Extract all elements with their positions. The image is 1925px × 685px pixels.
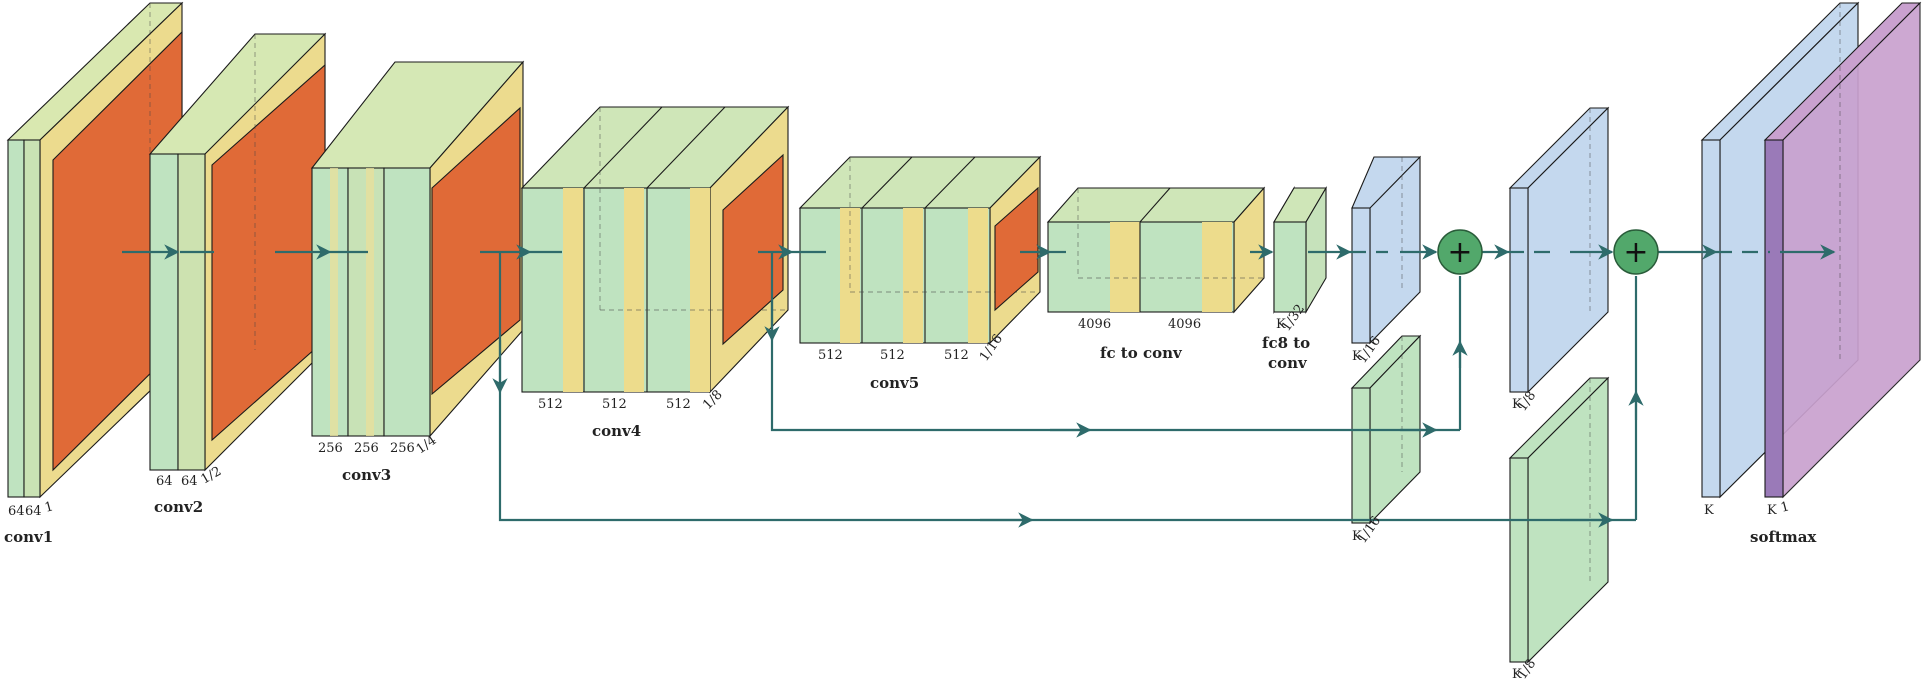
dim-fc8-k: K (1276, 317, 1286, 332)
dim-upscore1-k: K (1352, 349, 1362, 364)
upscore2-block (1508, 106, 1610, 394)
sum-node-1: + (1437, 229, 1483, 275)
dim-conv4-b: 512 (602, 397, 627, 412)
upscore1-block (1351, 155, 1421, 345)
dim-pool3-k: K (1512, 667, 1522, 682)
conv3-block (310, 60, 525, 438)
dim-conv3-c: 256 (390, 441, 415, 456)
conv4-stripe-3 (690, 188, 710, 392)
dim-conv1-c: 1 (43, 499, 55, 516)
dim-softmax-scale: 1 (1779, 499, 1791, 516)
fc-stripe-2 (1202, 222, 1232, 312)
conv5-top-divider-1 (861, 156, 913, 209)
dim-conv4-c: 512 (666, 397, 691, 412)
dim-fc-a: 4096 (1078, 317, 1111, 332)
upscore1-front (1351, 207, 1371, 344)
sum-node-2-symbol: + (1623, 235, 1648, 270)
sum-node-2: + (1613, 229, 1659, 275)
conv3-slab-front-3 (383, 167, 431, 437)
dim-output-k: K (1704, 503, 1714, 518)
dim-conv2-a: 64 (156, 474, 173, 489)
upscore2-front (1509, 187, 1529, 393)
label-conv4: conv4 (592, 422, 641, 440)
dim-conv1-a: 64 (8, 504, 25, 519)
conv1-slab-front-1 (7, 139, 25, 498)
label-fc: fc to conv (1100, 344, 1183, 362)
fc8-front (1273, 221, 1307, 313)
label-softmax: softmax (1750, 528, 1817, 546)
conv3-stripe-2 (366, 168, 374, 436)
conv4-stripe-2 (624, 188, 644, 392)
dim-fc-b: 4096 (1168, 317, 1201, 332)
conv4-relu-face (722, 153, 784, 346)
dim-conv2-b: 64 (181, 474, 198, 489)
conv5-stripe-2 (903, 208, 923, 343)
pool3-score-front (1509, 457, 1529, 663)
conv2-slab-front-2 (177, 153, 206, 471)
label-conv5: conv5 (870, 374, 919, 392)
conv4-top-divider-1 (583, 106, 663, 189)
conv5-top-divider-2 (924, 156, 976, 209)
dim-conv5-a: 512 (818, 348, 843, 363)
conv5-relu-face (994, 186, 1039, 312)
dim-conv3-d: 1/4 (414, 433, 440, 457)
dim-conv3-a: 256 (318, 441, 343, 456)
dim-conv1-b: 64 (25, 504, 42, 519)
label-conv3: conv3 (342, 466, 391, 484)
skip-connections (492, 252, 1644, 528)
dim-conv5-c: 512 (944, 348, 969, 363)
conv1-slab-front-2 (23, 139, 41, 498)
dim-conv3-b: 256 (354, 441, 379, 456)
conv5-stripe-3 (968, 208, 988, 343)
softmax-purple-front (1764, 139, 1784, 498)
conv3-relu-face (431, 106, 521, 396)
conv2-block (148, 32, 327, 472)
conv4-box-front (521, 187, 711, 393)
fc-block (1046, 186, 1266, 314)
output-block (1700, 1, 1922, 499)
sum-node-1-symbol: + (1447, 235, 1472, 270)
dim-upscore2-k: K (1512, 397, 1522, 412)
dim-softmax-k: K (1767, 503, 1777, 518)
dim-conv5-b: 512 (880, 348, 905, 363)
label-conv2: conv2 (154, 498, 203, 516)
upscore2-right (1527, 106, 1609, 394)
conv3-stripe-1 (330, 168, 338, 436)
conv5-box-front (799, 207, 991, 344)
dim-pool4-k: K (1352, 529, 1362, 544)
fc-top-divider (1139, 187, 1171, 223)
label-fc8-line1: fc8 to (1262, 334, 1310, 352)
label-conv1: conv1 (4, 528, 53, 546)
conv4-top-divider-2 (646, 106, 726, 189)
pool4-score-front (1351, 387, 1371, 524)
conv5-block (798, 155, 1042, 345)
label-fc8-line2: conv (1268, 354, 1308, 372)
block-labels: conv1 conv2 conv3 conv4 conv5 fc to conv… (4, 334, 1817, 546)
sum-node-2-circle (1613, 229, 1659, 275)
dim-conv4-a: 512 (538, 397, 563, 412)
conv4-stripe-1 (563, 188, 583, 392)
output-blue-front (1701, 139, 1721, 498)
fc-stripe-1 (1110, 222, 1140, 312)
conv2-slab-front-1 (149, 153, 179, 471)
conv4-block (520, 105, 790, 394)
sum-node-1-circle (1437, 229, 1483, 275)
fc8-block (1273, 185, 1327, 315)
fc-box-top (1046, 187, 1266, 223)
